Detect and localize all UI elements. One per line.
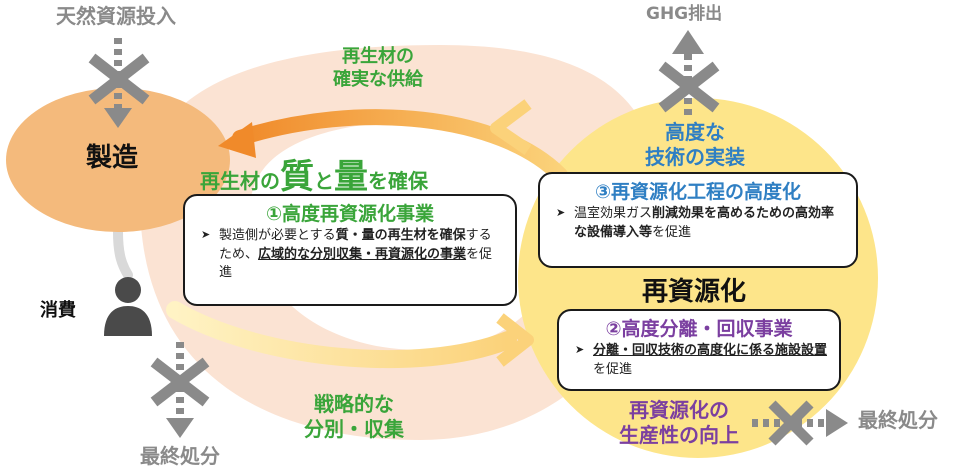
box3-text-1: 温室効果ガス [574,205,653,221]
box2-text-2: を促進 [593,361,633,377]
consume-label: 消費 [40,300,76,321]
strategic-label-line1: 戦略的な [314,392,394,416]
triangle-bullet-icon: ➤ [556,205,566,219]
ghg-blocked-arrow [658,30,720,120]
box1-text-5: を促進 [219,246,493,281]
strategic-label-line2: 分別・収集 [304,417,404,441]
collection-arrow-chevron [496,313,534,367]
tech-label-line2: 技術の実装 [645,145,745,169]
box-recycling-process-upgrade: ③再資源化工程の高度化 ➤ 温室効果ガス削減効果を高めるための高効率な設備導入等… [538,172,858,268]
supply-label-line1: 再生材の [342,46,414,67]
box-advanced-separation-recovery: ②高度分離・回収事業 ➤ 分離・回収技術の高度化に係る施設設置を促進 [557,309,841,391]
ghg-label: GHG排出 [646,4,723,24]
quality-heading-part-b: 質 [280,157,314,197]
collection-arrow [166,301,517,369]
tech-label-line1: 高度な [665,120,725,144]
strategic-collection-label: 戦略的な 分別・収集 [294,392,414,442]
box1-text-1: 製造側が必要とする [219,227,336,243]
box3-title: ③再資源化工程の高度化 [594,181,802,203]
triangle-bullet-icon: ➤ [201,227,211,241]
manufacture-node [6,88,230,232]
recycling-label: 再資源化 [642,277,747,307]
triangle-bullet-icon: ➤ [575,342,585,356]
productivity-label: 再資源化の 生産性の向上 [604,398,754,448]
quality-heading-part-c: と [314,169,334,193]
final-disposal-left-label: 最終処分 [140,444,220,468]
natural-input-blocked-arrow [88,38,150,128]
manufacture-label: 製造 [86,143,139,173]
productivity-label-line2: 生産性の向上 [619,423,739,447]
supply-arrow [232,109,568,183]
tech-label: 高度な 技術の実装 [630,120,760,170]
final-disposal-right-blocked-arrow [752,400,848,446]
box1-text-2: 質・量の再生材を確保 [335,227,466,243]
natural-input-label: 天然資源投入 [56,4,176,28]
box1-body: ➤ 製造側が必要とする質・量の再生材を確保するため、広域的な分別収集・再資源化の… [197,227,503,284]
supply-label: 再生材の 確実な供給 [318,46,438,91]
box2-title: ②高度分離・回収事業 [605,318,793,340]
quality-heading-part-a: 再生材の [200,169,280,193]
final-disposal-left-blocked-arrow [150,342,210,438]
box1-title: ①高度再資源化事業 [265,203,435,225]
box-advanced-recycling-business: ①高度再資源化事業 ➤ 製造側が必要とする質・量の再生材を確保するため、広域的な… [183,194,517,306]
box3-text-2: 削減効果を高めるための高効率な設備導入等 [574,205,835,240]
supply-label-line2: 確実な供給 [333,68,423,90]
box1-text-4: 広域的な分別収集・再資源化の事業 [258,246,467,262]
quality-heading-part-d: 量 [334,157,368,197]
quality-quantity-heading: 再生材の質と量を確保 [200,156,428,199]
supply-arrow-chevron [490,99,532,155]
quality-heading-part-e: を確保 [368,169,428,193]
box3-text-3: を促進 [652,224,692,240]
supply-arrow-head [218,122,256,158]
box1-text-3: するため、 [219,227,492,262]
box3-body: ➤ 温室効果ガス削減効果を高めるための高効率な設備導入等を促進 [552,205,844,243]
final-disposal-right-label: 最終処分 [858,408,938,432]
person-icon [104,277,152,336]
productivity-label-line1: 再資源化の [629,398,729,422]
box2-text-1: 分離・回収技術の高度化に係る施設設置 [593,342,828,358]
manufacture-to-consume-connector [113,227,133,280]
box2-body: ➤ 分離・回収技術の高度化に係る施設設置を促進 [571,342,827,380]
